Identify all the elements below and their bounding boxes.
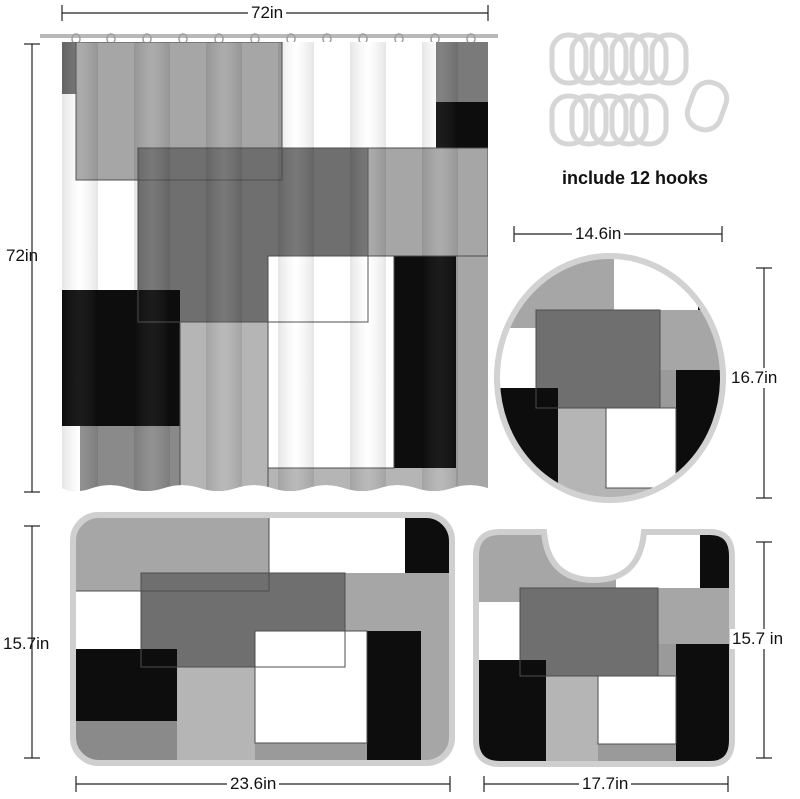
lid-height-label: 16.7in xyxy=(728,368,781,388)
lid-width-label: 14.6in xyxy=(572,224,625,244)
curtain-height-dimension xyxy=(24,43,40,493)
hooks-caption: include 12 hooks xyxy=(562,168,709,188)
contour-mat xyxy=(473,529,735,767)
bath-mat xyxy=(70,512,455,766)
hook-row-bottom xyxy=(549,79,730,147)
contour-mat-width-label: 17.7in xyxy=(579,774,632,794)
shower-curtain xyxy=(40,33,498,491)
contour-mat-height-label: 15.7 in xyxy=(730,629,786,649)
hook-row-top xyxy=(549,32,689,86)
curtain-pattern xyxy=(62,42,488,491)
curtain-hooks xyxy=(549,32,730,147)
curtain-height-label: 72in xyxy=(6,246,39,265)
curtain-width-label: 72in xyxy=(248,3,287,23)
bath-mat-height-dimension xyxy=(24,525,40,759)
lid-cover xyxy=(494,253,726,503)
bath-mat-height-label: 15.7in xyxy=(3,634,50,653)
contour-mat-height-dimension xyxy=(756,541,772,759)
bath-mat-width-label: 23.6in xyxy=(227,774,280,794)
